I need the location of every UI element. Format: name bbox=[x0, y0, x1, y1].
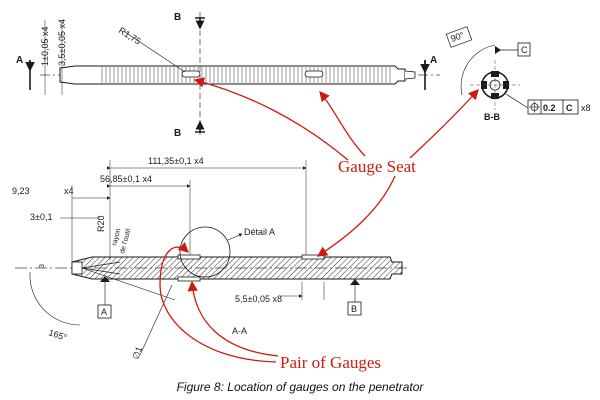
gauge-seat-callout: Gauge Seat bbox=[193, 77, 479, 257]
section-b-bottom: B bbox=[174, 128, 181, 139]
dim-small-vert: 3 bbox=[39, 264, 46, 268]
top-view: A A B B 1±0,05 x4 3,5±0,05 x4 R1,75 bbox=[16, 12, 440, 139]
section-bb-label: B-B bbox=[484, 112, 500, 122]
datum-a: A bbox=[101, 307, 107, 317]
penetrator-body-top bbox=[59, 65, 406, 85]
section-b-top: B bbox=[174, 12, 181, 23]
section-bb-view: B-B 90° C 0.2 C x8 bbox=[445, 26, 591, 122]
pair-of-gauges-callout: Pair of Gauges bbox=[159, 242, 381, 372]
section-a-left: A bbox=[16, 55, 23, 66]
section-aa-label: A-A bbox=[232, 326, 247, 336]
tolerance-value: 0.2 bbox=[543, 103, 556, 113]
dim-radius: R1,75 bbox=[117, 25, 143, 46]
detail-a-label: Détail A bbox=[244, 227, 275, 237]
rayon-text-1: rayon bbox=[111, 228, 122, 247]
datum-b: B bbox=[351, 304, 357, 314]
dim-width: 1±0,05 x4 bbox=[40, 27, 50, 66]
dim-slot: 5,5±0,05 x8 bbox=[235, 294, 282, 304]
angle-90: 90° bbox=[449, 30, 466, 44]
section-a-right: A bbox=[430, 55, 437, 66]
dim-diameter: ∅1 bbox=[130, 345, 144, 361]
dim-r20: R20 bbox=[96, 215, 106, 232]
dim-3: 3±0,1 bbox=[30, 212, 52, 222]
knurl-pattern bbox=[101, 67, 391, 83]
pair-of-gauges-label: Pair of Gauges bbox=[280, 353, 381, 372]
slot-right-top bbox=[304, 70, 324, 78]
gauge-slot-left bbox=[177, 254, 201, 260]
angle-165: 165° bbox=[47, 327, 68, 342]
dim-left-mult: x4 bbox=[64, 186, 74, 196]
dim-left: 9,23 bbox=[12, 186, 30, 196]
gauge-seat-label: Gauge Seat bbox=[338, 157, 416, 176]
tolerance-multiplier: x8 bbox=[581, 103, 591, 113]
penetrator-body-side bbox=[71, 256, 403, 280]
tolerance-datum: C bbox=[566, 103, 573, 113]
figure-caption: Figure 8: Location of gauges on the pene… bbox=[176, 380, 424, 394]
gauge-slot-right bbox=[301, 254, 325, 260]
dim-total: 111,35±0,1 x4 bbox=[148, 156, 204, 166]
slot-left-top bbox=[181, 70, 201, 78]
dim-height: 3,5±0,05 x4 bbox=[57, 19, 67, 66]
gauge-slot-bottom bbox=[177, 276, 201, 282]
side-view: Détail A 111,35±0,1 x4 56,85±0,1 x4 9,23… bbox=[12, 156, 410, 361]
dim-mid: 56,85±0,1 x4 bbox=[100, 174, 152, 184]
datum-c: C bbox=[521, 45, 528, 55]
